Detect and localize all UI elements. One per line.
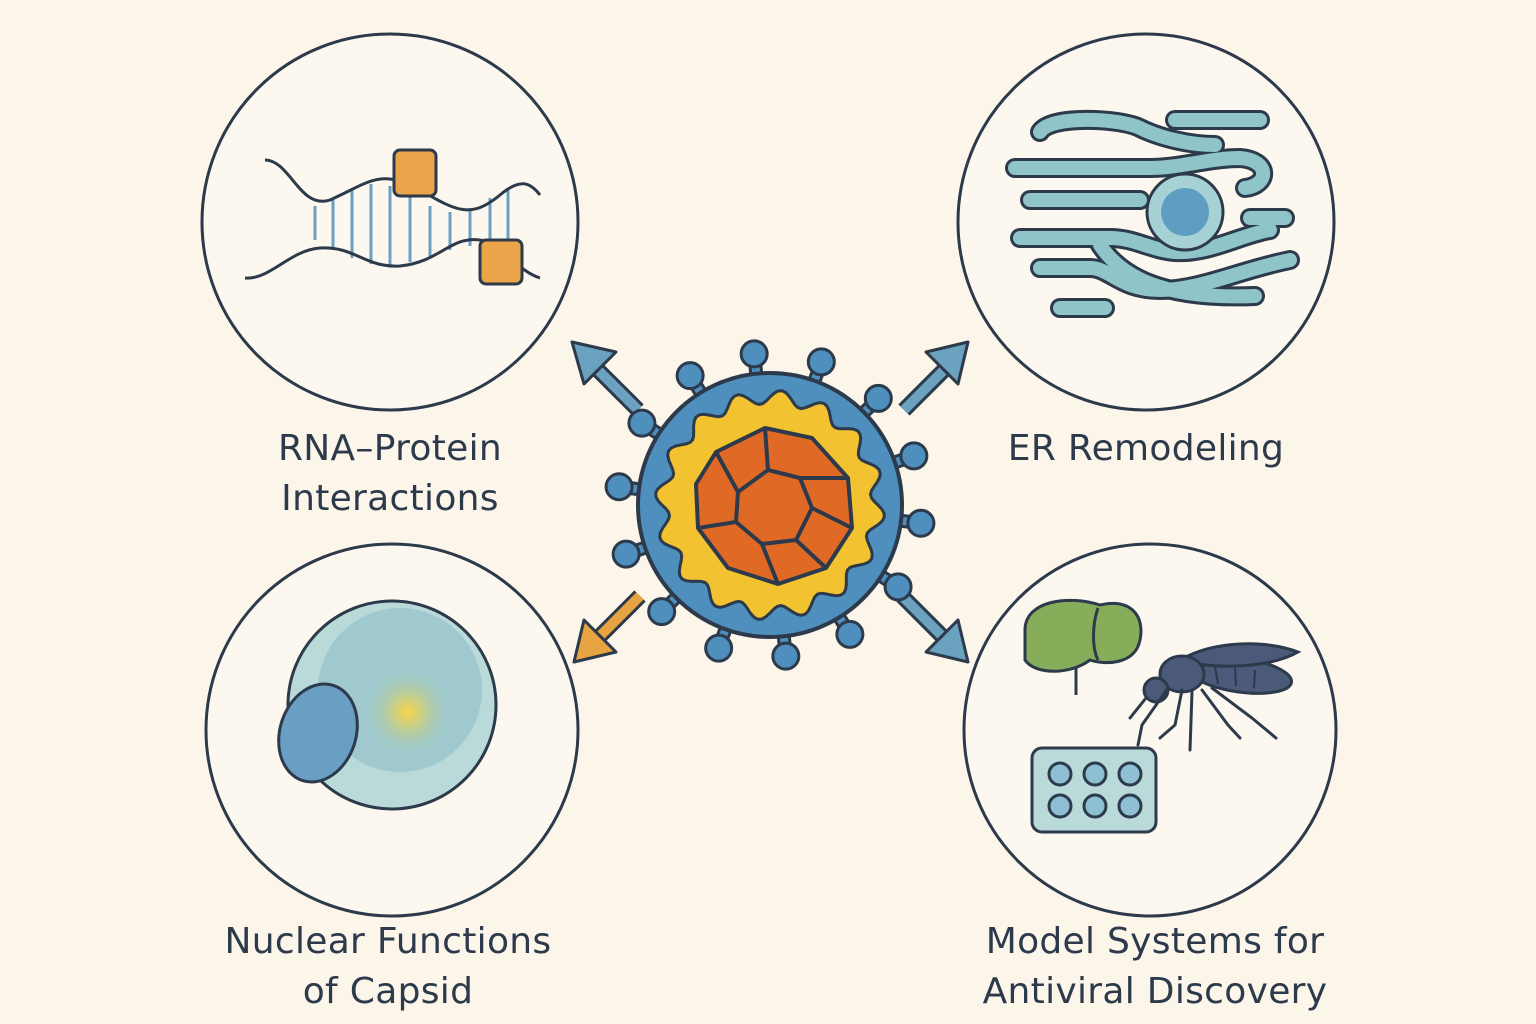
virus-core-segments bbox=[697, 427, 853, 585]
label-line: Model Systems for bbox=[985, 921, 1325, 962]
virus-spike-head bbox=[647, 597, 677, 627]
label-line: ER Remodeling bbox=[1007, 428, 1285, 469]
mosquito-icon bbox=[1128, 642, 1302, 752]
protein-box-icon bbox=[392, 148, 438, 198]
virus-spike-head bbox=[739, 339, 769, 369]
virus-spike-head bbox=[627, 408, 657, 438]
label-line: RNA–Protein bbox=[277, 428, 503, 469]
protein-box-icon bbox=[478, 238, 524, 286]
liver-icon bbox=[1023, 598, 1143, 695]
arrow-to-nuclear-capsid-icon bbox=[572, 590, 646, 664]
virus-icon bbox=[604, 339, 936, 671]
panel-circle-model-systems bbox=[962, 542, 1338, 918]
virus-spike-head bbox=[604, 472, 634, 502]
label-er-remodeling: ER Remodeling bbox=[948, 424, 1344, 474]
virus-spike-head bbox=[899, 441, 929, 471]
arrow-to-er-remodeling-icon bbox=[898, 340, 970, 416]
virus-spike-head bbox=[771, 641, 801, 671]
label-line: Nuclear Functions bbox=[224, 921, 552, 962]
virus-spike-head bbox=[883, 572, 913, 602]
label-line: Interactions bbox=[281, 478, 499, 519]
capsid-glow-icon bbox=[362, 666, 454, 758]
virus-spike-head bbox=[611, 539, 641, 569]
virus-spike-head bbox=[863, 383, 893, 413]
label-line: Antiviral Discovery bbox=[982, 971, 1328, 1012]
arrow-to-rna-protein-icon bbox=[570, 340, 644, 416]
label-line: of Capsid bbox=[302, 971, 474, 1012]
nucleolus-icon bbox=[277, 682, 359, 784]
virus-spike-head bbox=[906, 508, 936, 538]
well-plate-icon bbox=[1030, 746, 1158, 834]
er-membrane-icon bbox=[1005, 109, 1300, 318]
virus-spike-head bbox=[835, 619, 865, 649]
virus-spike-head bbox=[806, 347, 836, 377]
virus-spike-head bbox=[675, 361, 705, 391]
label-rna-protein-interactions: RNA–Protein Interactions bbox=[192, 424, 588, 524]
virus-spike-head bbox=[704, 633, 734, 663]
arrow-to-model-systems-icon bbox=[896, 590, 970, 664]
label-nuclear-functions-of-capsid: Nuclear Functions of Capsid bbox=[188, 917, 588, 1017]
label-model-systems-for-antiviral-discovery: Model Systems for Antiviral Discovery bbox=[940, 917, 1370, 1017]
er-nucleus-inner-icon bbox=[1161, 188, 1209, 236]
